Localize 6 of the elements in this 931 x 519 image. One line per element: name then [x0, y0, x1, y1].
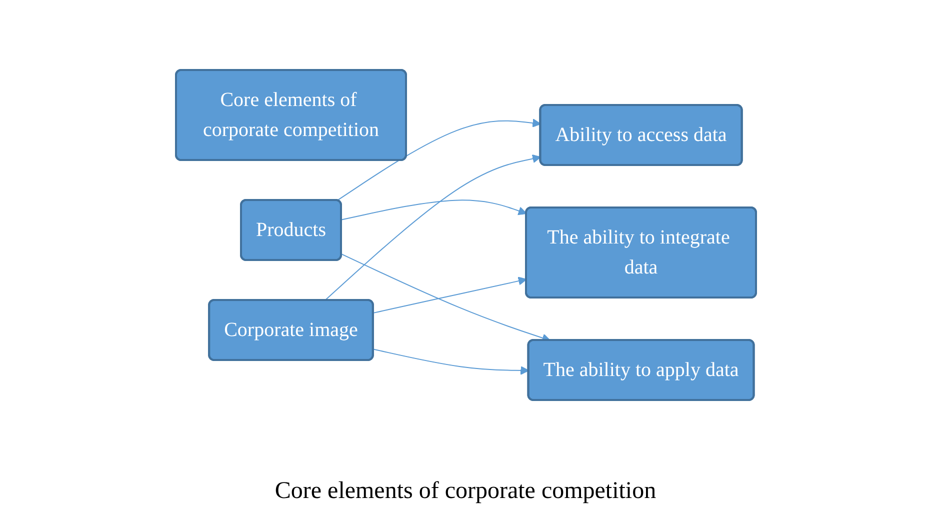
arrow [336, 118, 541, 202]
arrow [372, 276, 526, 314]
arrow [372, 348, 529, 375]
arrow [324, 154, 541, 301]
arrow [340, 200, 526, 220]
caption: Core elements of corporate competition [274, 478, 656, 505]
